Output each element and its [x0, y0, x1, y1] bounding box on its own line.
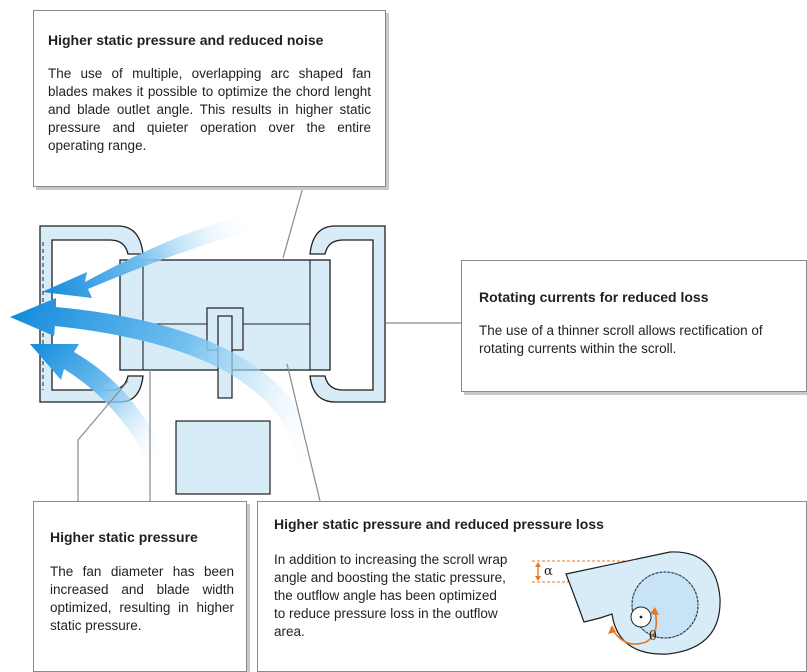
airflow-arrow-middle — [10, 298, 322, 470]
leader-line-left-a — [77, 380, 129, 501]
callout-pressure-loss: Higher static pressure and reduced press… — [257, 501, 807, 672]
leader-line-bottom — [286, 363, 321, 502]
callout-rotating-currents: Rotating currents for reduced loss The u… — [461, 260, 807, 392]
right-scroll-housing — [309, 225, 386, 403]
callout-title: Higher static pressure and reduced press… — [274, 516, 604, 532]
callout-body: The use of multiple, overlapping arc sha… — [48, 66, 371, 153]
callout-body: The fan diameter has been increased and … — [50, 564, 234, 633]
airflow-arrow-bottom — [30, 344, 170, 468]
callout-title: Higher static pressure — [50, 529, 198, 545]
callout-title: Rotating currents for reduced loss — [479, 289, 709, 305]
callout-noise-reduction: Higher static pressure and reduced noise… — [33, 10, 386, 187]
callout-body: In addition to increasing the scroll wra… — [274, 552, 508, 639]
callout-static-pressure: Higher static pressure The fan diameter … — [33, 501, 247, 672]
motor — [175, 420, 271, 495]
airflow-arrow-top — [42, 212, 262, 298]
left-scroll-housing — [39, 225, 144, 403]
leader-line-top — [282, 186, 304, 259]
callout-body: The use of a thinner scroll allows recti… — [479, 323, 763, 356]
callout-title: Higher static pressure and reduced noise — [48, 32, 324, 48]
